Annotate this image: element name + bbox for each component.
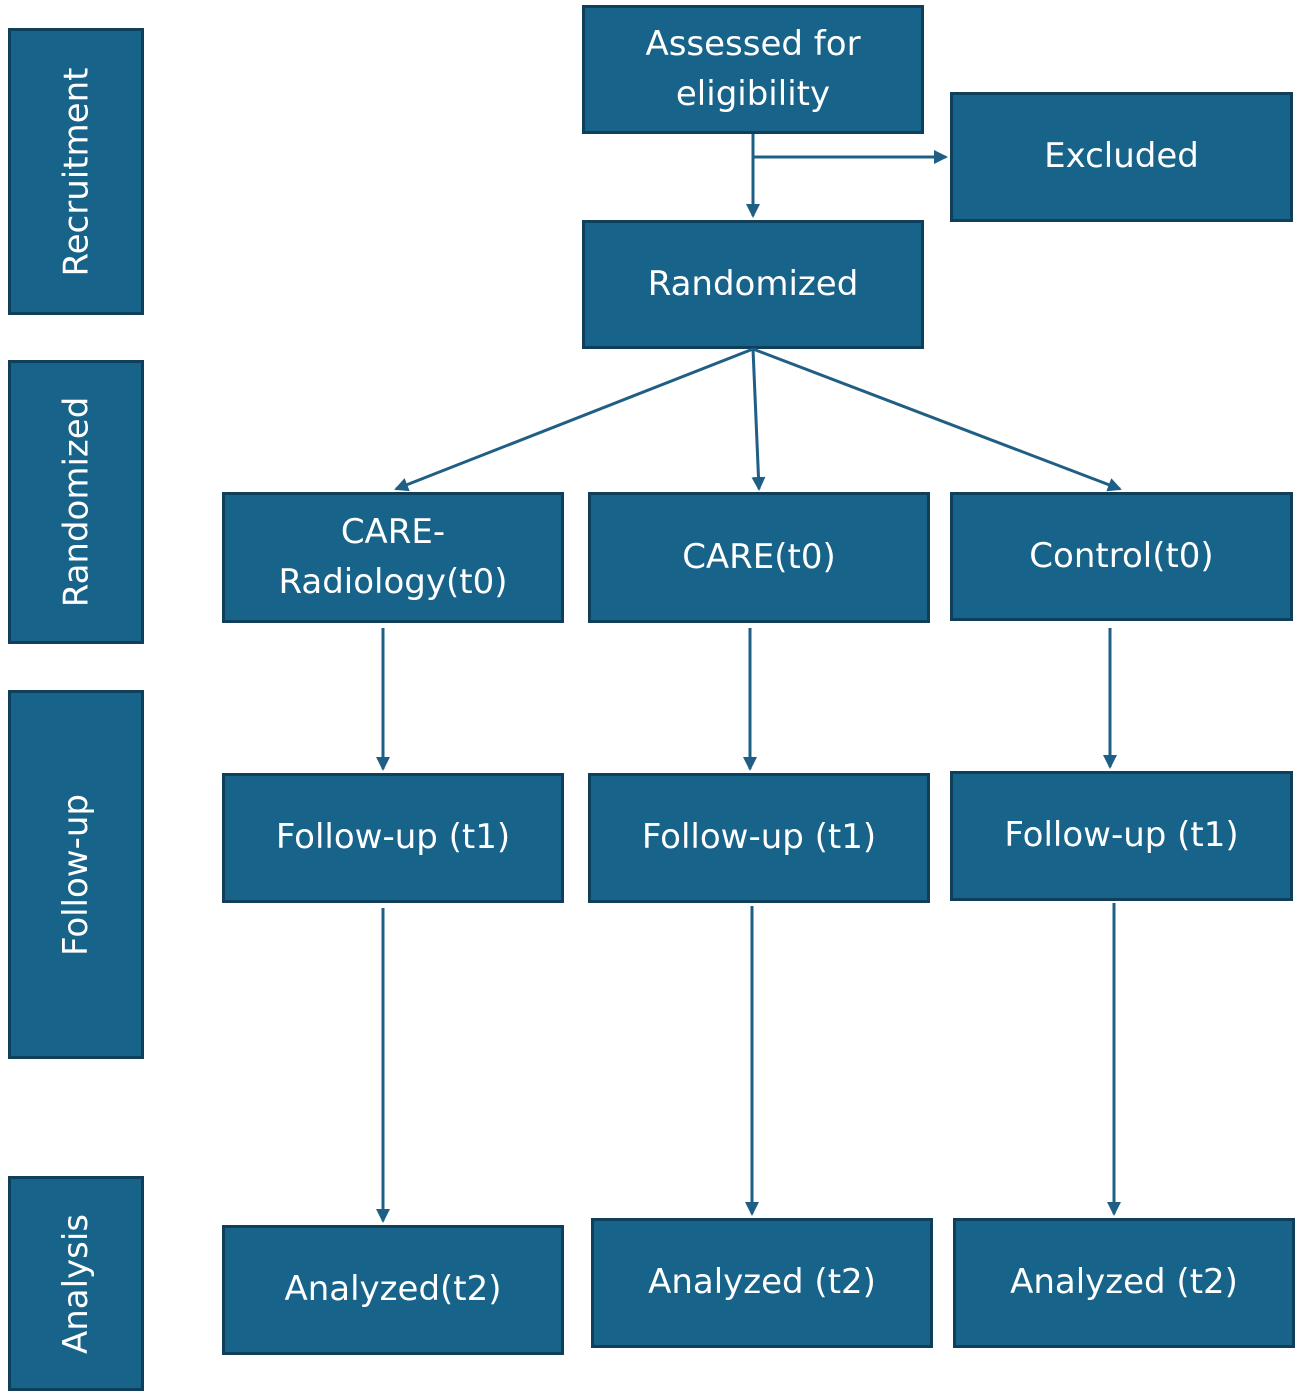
arrow-randomized-to-care — [751, 348, 766, 491]
node-analyzed-control: Analyzed (t2) — [953, 1218, 1295, 1348]
node-care-radiology: CARE- Radiology(t0) — [222, 492, 564, 623]
phase-analysis: Analysis — [8, 1176, 144, 1391]
node-follow-up-control: Follow-up (t1) — [950, 771, 1293, 901]
arrow-randomized-to-care-radiology — [394, 347, 754, 492]
node-follow-up-care: Follow-up (t1) — [588, 773, 930, 903]
phase-follow-up: Follow-up — [8, 690, 144, 1059]
node-analyzed-care: Analyzed (t2) — [591, 1218, 933, 1348]
arrow-randomized-to-control — [752, 347, 1122, 492]
node-assessed-for-eligibility: Assessed for eligibility — [582, 5, 924, 134]
node-randomized: Randomized — [582, 220, 924, 349]
node-follow-up-care-radiology: Follow-up (t1) — [222, 773, 564, 903]
phase-recruitment: Recruitment — [8, 28, 144, 315]
node-excluded: Excluded — [950, 92, 1293, 222]
node-care: CARE(t0) — [588, 492, 930, 623]
node-analyzed-care-radiology: Analyzed(t2) — [222, 1225, 564, 1355]
node-control: Control(t0) — [950, 492, 1293, 621]
phase-randomized: Randomized — [8, 360, 144, 644]
